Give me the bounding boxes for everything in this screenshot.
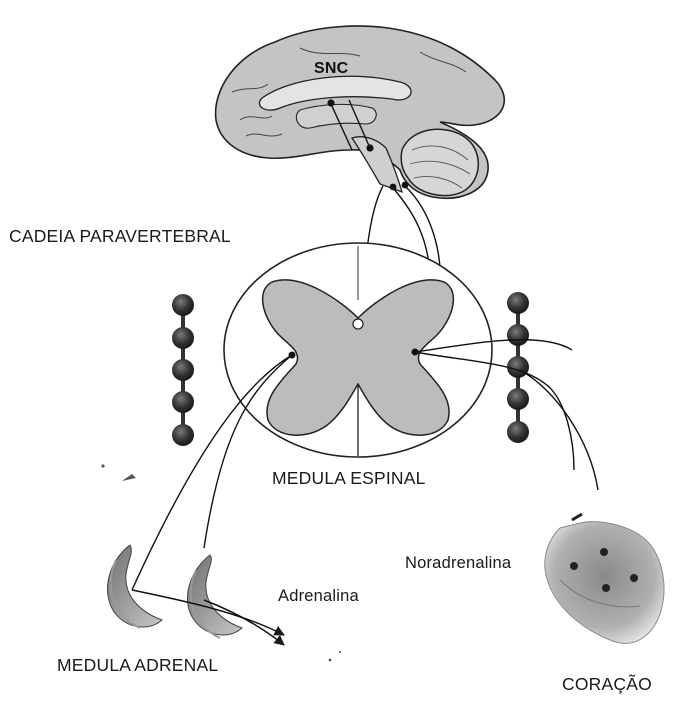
paravertebral-chain-label: CADEIA PARAVERTEBRAL bbox=[9, 226, 231, 247]
heart bbox=[545, 514, 664, 643]
cns-label: SNC bbox=[314, 60, 348, 78]
adrenal-medulla bbox=[107, 545, 284, 645]
adrenaline-label: Adrenalina bbox=[278, 587, 359, 606]
brain bbox=[216, 26, 505, 198]
paravertebral-chain-left bbox=[172, 294, 194, 446]
noradrenaline-label: Noradrenalina bbox=[405, 554, 511, 573]
adrenal-medulla-label: MEDULA ADRENAL bbox=[57, 655, 218, 676]
spinal-cord-label: MEDULA ESPINAL bbox=[272, 468, 426, 489]
heart-label: CORAÇÃO bbox=[562, 674, 652, 695]
spinal-cord bbox=[224, 243, 492, 457]
